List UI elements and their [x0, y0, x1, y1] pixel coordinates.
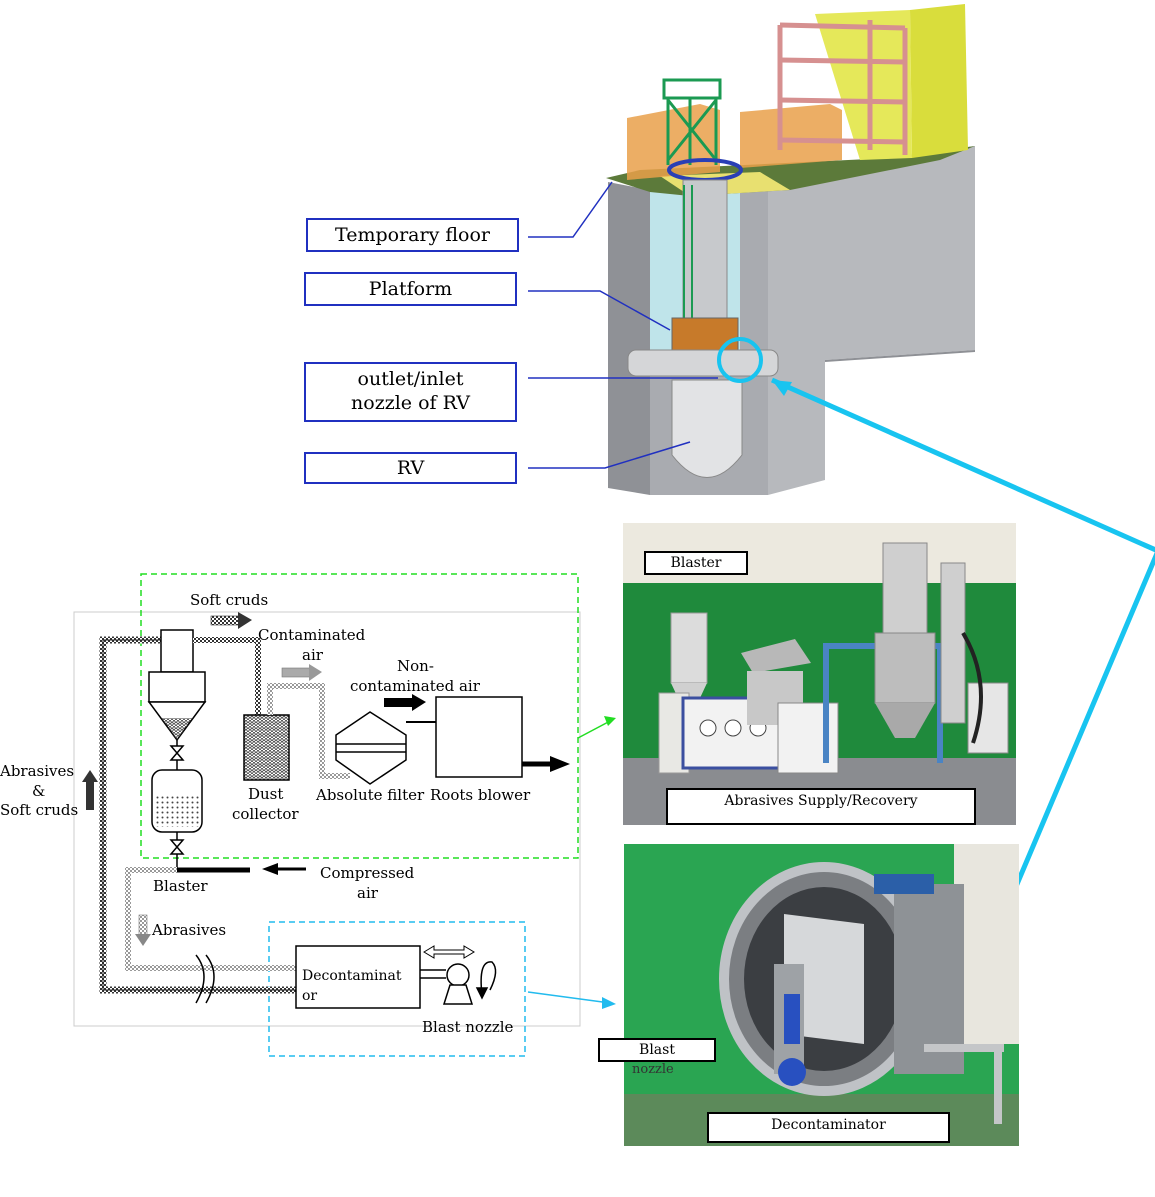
blaster-vessel [147, 629, 207, 870]
rotation-arrow [475, 961, 497, 1000]
decontaminator-label-1: Decontaminat [302, 968, 402, 984]
platform-label: Platform [304, 272, 517, 306]
abrasives-down-arrow [135, 914, 151, 946]
pipe-break [195, 954, 215, 1004]
return-pipe [99, 636, 298, 994]
photo-blast-nozzle-label-2: nozzle [632, 1062, 674, 1077]
nozzle-label-line2: nozzle of RV [351, 392, 470, 414]
up-arrow [82, 770, 98, 810]
photo-supply-label: Abrasives Supply/Recovery [666, 788, 976, 825]
contaminated-air-pipe [267, 683, 350, 779]
compressed-air-label-2: air [357, 884, 378, 902]
soft-cruds-arrow [210, 612, 252, 629]
abrasives-soft-label-2: & [32, 782, 46, 800]
abrasives-label: Abrasives [152, 921, 227, 939]
photo-blaster-label: Blaster [644, 551, 748, 575]
soft-cruds-label: Soft cruds [190, 591, 269, 609]
contaminated-air-arrow [281, 664, 322, 681]
reactor-leader-lines [528, 181, 718, 469]
blast-nozzle-label: Blast nozzle [422, 1018, 514, 1036]
photo-blast-nozzle-label: Blast [598, 1038, 716, 1062]
abrasives-soft-label-1: Abrasives [0, 762, 75, 780]
temporary-floor-label: Temporary floor [306, 218, 519, 252]
abrasives-soft-label-3: Soft cruds [0, 801, 79, 819]
dust-collector [243, 714, 290, 781]
decontaminator-box [295, 945, 421, 1009]
non-contaminated-arrow [384, 694, 426, 711]
dust-collector-label-1: Dust [248, 785, 284, 803]
reactor-cutaway [606, 4, 975, 495]
nozzle-label-line1: outlet/inlet [357, 368, 464, 390]
cyan-connector [770, 377, 1155, 897]
non-contaminated-label-2: contaminated air [350, 677, 480, 695]
compressed-air-label-1: Compressed [320, 864, 415, 882]
rv-label: RV [304, 452, 517, 484]
dust-collector-label-2: collector [232, 805, 299, 823]
double-arrow [423, 945, 475, 959]
non-contaminated-label-1: Non- [397, 657, 434, 675]
photo-decontaminator-label: Decontaminator [707, 1112, 950, 1143]
blast-nozzle-symbol [442, 963, 474, 1005]
crud-pipe [193, 637, 261, 715]
supply-photo [623, 523, 1016, 825]
contaminated-air-label-1: Contaminated [258, 626, 366, 644]
roots-blower-label: Roots blower [430, 786, 531, 804]
contaminated-air-label-2: air [302, 646, 323, 664]
cyan-pointer [527, 991, 616, 1009]
nozzle-label: outlet/inlet nozzle of RV [304, 362, 517, 422]
green-pointer [577, 716, 616, 739]
absolute-filter-label: Absolute filter [316, 786, 425, 804]
decontaminator-photo [624, 844, 1019, 1146]
compressed-air-arrow [262, 863, 306, 875]
exhaust-arrow [522, 756, 570, 772]
blaster-label: Blaster [153, 877, 208, 895]
abrasives-supply-region [140, 573, 579, 859]
decontaminator-label-2: or [302, 988, 318, 1004]
absolute-filter [335, 711, 407, 785]
flow-diagram-frame [73, 611, 581, 1027]
roots-blower [435, 696, 523, 778]
